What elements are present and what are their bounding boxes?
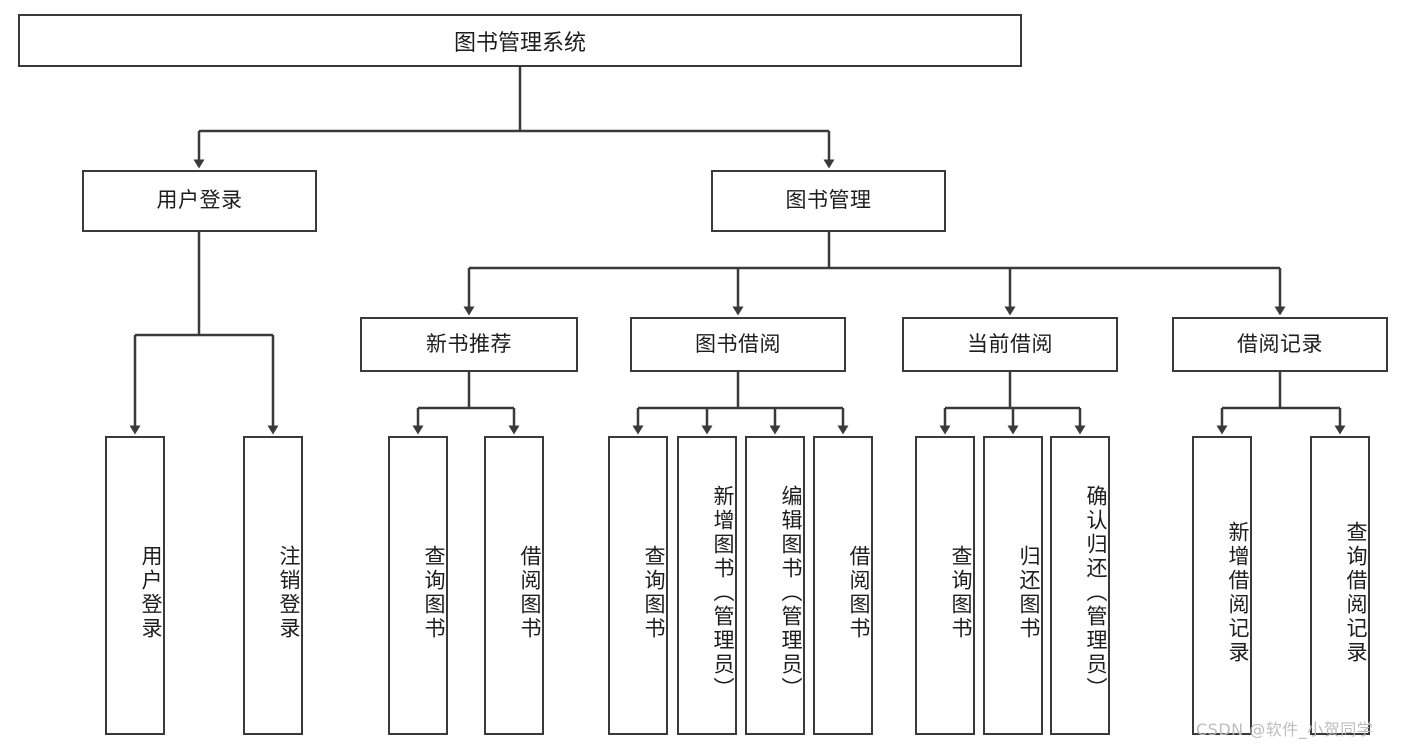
leaf-book-borrow-add-book[interactable]: 新增图书（管理员） <box>677 436 737 735</box>
node-user-login[interactable]: 用户登录 <box>82 170 317 232</box>
node-new-book-recommend[interactable]: 新书推荐 <box>360 317 578 372</box>
leaf-current-borrow-query-book[interactable]: 查询图书 <box>915 436 975 735</box>
leaf-book-borrow-edit-book[interactable]: 编辑图书（管理员） <box>745 436 805 735</box>
leaf-label: 查询借阅记录 <box>1344 520 1368 665</box>
leaf-book-borrow-borrow-book[interactable]: 借阅图书 <box>813 436 873 735</box>
csdn-watermark: CSDN @软件_小贺同学 <box>1196 720 1374 739</box>
node-book-management[interactable]: 图书管理 <box>711 170 946 232</box>
leaf-borrow-record-query-record[interactable]: 查询借阅记录 <box>1310 436 1370 735</box>
node-book-management-system[interactable]: 图书管理系统 <box>18 14 1022 67</box>
leaf-label: 新增图书（管理员） <box>711 484 735 701</box>
leaf-label: 借阅图书 <box>518 544 542 641</box>
leaf-current-borrow-confirm-return[interactable]: 确认归还（管理员） <box>1050 436 1110 735</box>
leaf-label: 查询图书 <box>642 544 666 641</box>
node-book-borrow[interactable]: 图书借阅 <box>630 317 846 372</box>
leaf-new-book-query-book[interactable]: 查询图书 <box>388 436 448 735</box>
node-current-borrow[interactable]: 当前借阅 <box>902 317 1118 372</box>
leaf-label: 编辑图书（管理员） <box>779 484 803 701</box>
node-borrow-record[interactable]: 借阅记录 <box>1172 317 1388 372</box>
leaf-label: 确认归还（管理员） <box>1084 484 1108 701</box>
leaf-label: 归还图书 <box>1017 544 1041 641</box>
leaf-label: 注销登录 <box>277 544 301 641</box>
leaf-label: 查询图书 <box>949 544 973 641</box>
leaf-book-borrow-query-book[interactable]: 查询图书 <box>608 436 668 735</box>
leaf-new-book-borrow-book[interactable]: 借阅图书 <box>484 436 544 735</box>
leaf-user-login-login[interactable]: 用户登录 <box>105 436 165 735</box>
leaf-label: 新增借阅记录 <box>1226 520 1250 665</box>
leaf-label: 查询图书 <box>422 544 446 641</box>
leaf-label: 用户登录 <box>139 544 163 641</box>
leaf-label: 借阅图书 <box>847 544 871 641</box>
leaf-current-borrow-return-book[interactable]: 归还图书 <box>983 436 1043 735</box>
leaf-user-login-logout[interactable]: 注销登录 <box>243 436 303 735</box>
leaf-borrow-record-add-record[interactable]: 新增借阅记录 <box>1192 436 1252 735</box>
